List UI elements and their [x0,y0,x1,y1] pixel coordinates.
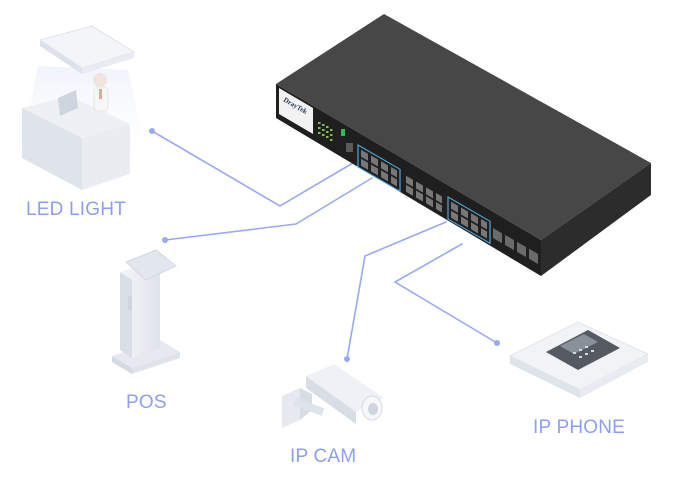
link-pos [164,177,373,241]
label-led-light: LED LIGHT [26,199,126,220]
security-camera-icon [282,364,384,428]
console-led [341,129,345,136]
label-ip-phone: IP PHONE [533,417,626,438]
brand-plate [279,88,313,134]
link-cam-dot [344,356,350,362]
label-ip-cam: IP CAM [290,446,357,467]
sfp-ports [493,228,538,264]
desk-phone-icon [508,321,650,398]
office-desk-led-light-icon [20,25,150,190]
port-block-3 [447,196,491,245]
link-phone [393,243,498,344]
status-leds [318,122,333,141]
pos-kiosk-icon [112,249,180,374]
network-switch: DrayTek [276,14,651,276]
label-pos: POS [126,392,167,413]
link-phone-dot [494,340,500,346]
link-led [151,130,359,207]
link-cam [346,221,447,360]
port-block-2 [406,175,442,213]
console-port [346,143,353,152]
link-pos-dot [162,237,168,243]
link-led-dot [149,128,155,134]
port-block-1 [357,144,401,193]
connection-lines [149,128,500,362]
switch-top [276,14,651,240]
switch-side [541,163,651,276]
